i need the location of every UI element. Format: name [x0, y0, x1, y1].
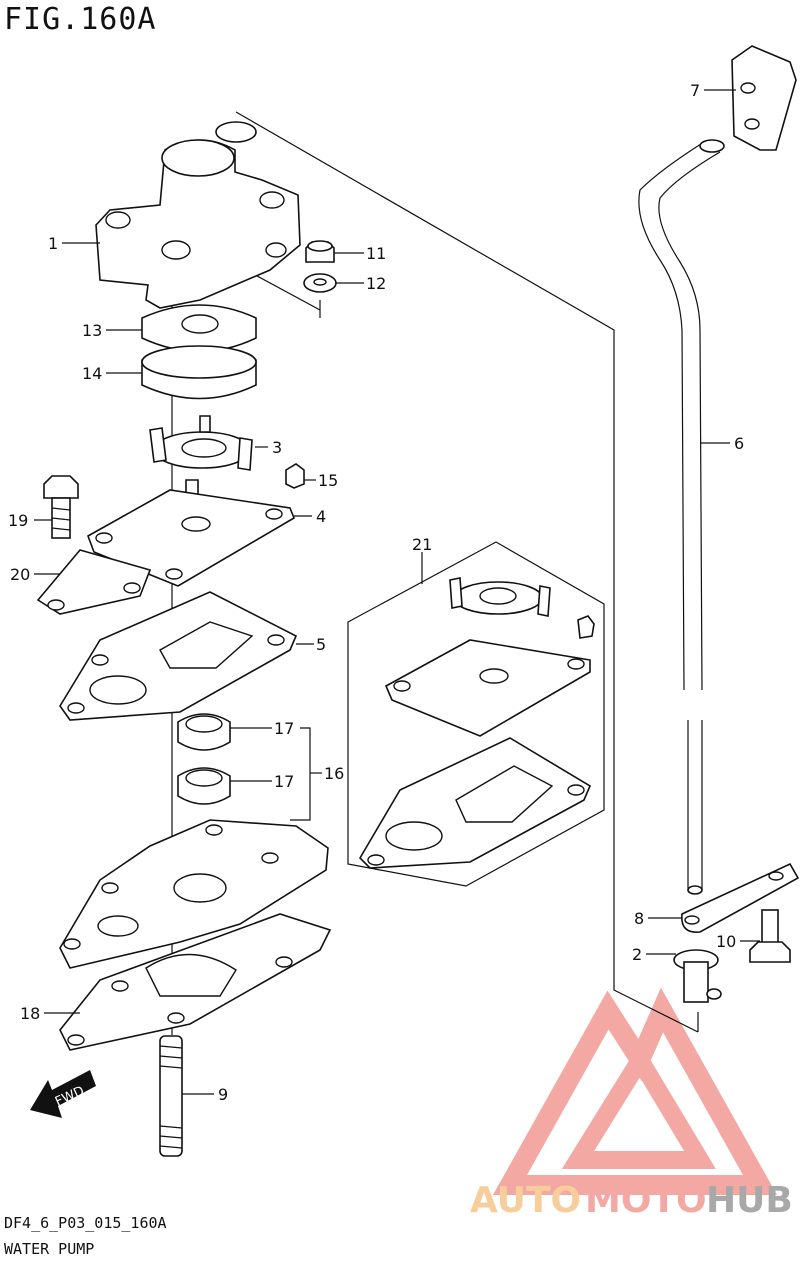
- watermark-hub: HUB: [706, 1180, 793, 1221]
- gasket: [59, 591, 298, 721]
- water-tube: [638, 139, 725, 895]
- watermark-auto: AUTO: [470, 1180, 581, 1221]
- figure-title: FIG.160A: [4, 2, 157, 37]
- callout-17a: 17: [274, 719, 294, 738]
- stud-bolt: [159, 1035, 183, 1157]
- callout-3: 3: [272, 438, 282, 457]
- callouts: 1 2 3 4 5 6 7 8 9 10 11 12 13 14 15 16 1…: [8, 81, 744, 1104]
- callout-1: 1: [48, 234, 58, 253]
- figure-code: DF4_6_P03_015_160A: [4, 1214, 167, 1232]
- leader-lines: [34, 89, 760, 1095]
- callout-19: 19: [8, 511, 28, 530]
- figure-name: WATER PUMP: [4, 1240, 95, 1258]
- watermark-logo: AUTO MOTO HUB: [470, 987, 793, 1221]
- fwd-arrow: FWD: [30, 1070, 96, 1118]
- callout-11: 11: [366, 244, 386, 263]
- callout-13: 13: [82, 321, 102, 340]
- callout-18: 18: [20, 1004, 40, 1023]
- washer: [303, 273, 337, 293]
- callout-6: 6: [734, 434, 744, 453]
- callout-17b: 17: [274, 772, 294, 791]
- tube-clamp: [681, 862, 800, 933]
- callout-10: 10: [716, 932, 736, 951]
- lower-pump-case: [59, 819, 329, 969]
- clamp-bolt: [749, 909, 791, 963]
- callout-14: 14: [82, 364, 102, 383]
- liner-plate: [141, 304, 257, 353]
- callout-20: 20: [10, 565, 30, 584]
- callout-4: 4: [316, 507, 326, 526]
- grommet: [731, 45, 797, 151]
- small-gasket: [36, 549, 152, 615]
- bolt: [43, 475, 79, 539]
- callout-16: 16: [324, 764, 344, 783]
- callout-9: 9: [218, 1085, 228, 1104]
- callout-2: 2: [632, 945, 642, 964]
- callout-21: 21: [412, 535, 432, 554]
- oil-seal-lower: [177, 767, 231, 805]
- pump-case: [95, 121, 301, 309]
- callout-5: 5: [316, 635, 326, 654]
- nut: [305, 240, 335, 263]
- oil-seal-upper: [177, 713, 231, 751]
- impeller: [149, 415, 253, 501]
- nipple: [673, 949, 722, 1003]
- callout-8: 8: [634, 909, 644, 928]
- impeller-liner: [141, 345, 257, 400]
- lower-gasket: [59, 913, 332, 1051]
- impeller-key: [285, 463, 305, 489]
- callout-7: 7: [690, 81, 700, 100]
- callout-15: 15: [318, 471, 338, 490]
- upper-plate: [87, 489, 295, 587]
- repair-kit-frame: [347, 541, 605, 887]
- watermark-moto: MOTO: [585, 1180, 707, 1221]
- callout-12: 12: [366, 274, 386, 293]
